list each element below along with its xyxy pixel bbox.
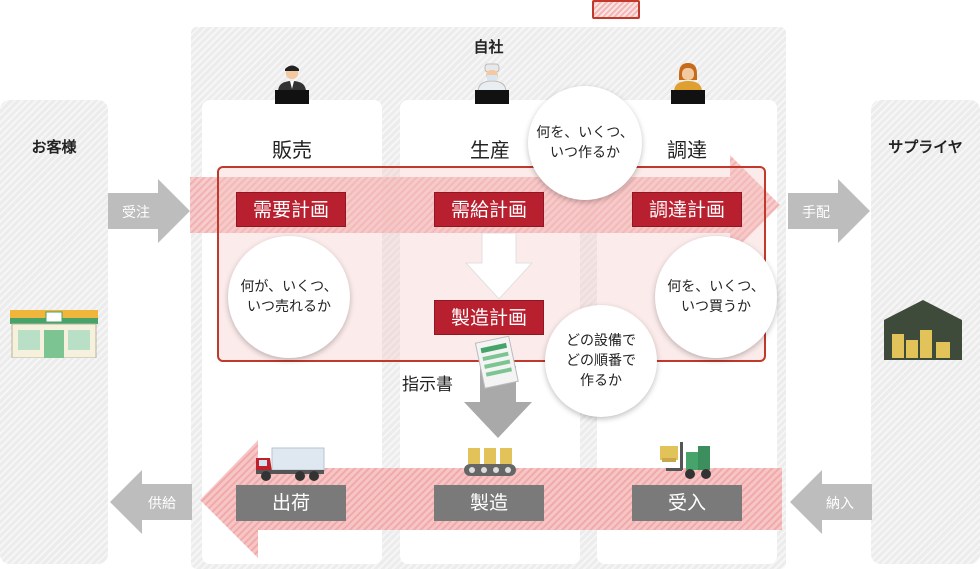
supply-demand-plan-box: 需給計画	[434, 192, 544, 227]
order-received-arrow	[108, 179, 190, 243]
delivery-in-label: 納入	[826, 496, 854, 512]
supplier-title: サプライヤ	[888, 138, 963, 156]
instruction-down-arrow	[464, 366, 532, 438]
forklift-icon	[660, 442, 711, 479]
delivery-in-arrow	[790, 470, 872, 534]
order-received-label: 受注	[122, 205, 150, 221]
dept-procurement-label: 調達	[667, 138, 707, 162]
customer-title: お客様	[31, 138, 77, 156]
arrange-label: 手配	[802, 205, 830, 221]
procurement-plan-box: 調達計画	[632, 192, 742, 227]
warehouse-icon	[884, 300, 962, 360]
manufacturing-plan-box: 製造計画	[434, 300, 544, 335]
store-icon	[10, 310, 98, 358]
receiving-box: 受入	[632, 485, 742, 521]
dept-production-label: 生産	[470, 138, 510, 162]
supply-bubble: 何を、いくつ、 いつ作るか	[528, 86, 642, 200]
arrange-arrow	[788, 179, 870, 243]
legend-swatch	[592, 0, 640, 19]
procurement-person-icon	[671, 63, 705, 104]
dept-sales-label: 販売	[272, 138, 312, 162]
manufacturing-box: 製造	[434, 485, 544, 521]
procurement-bubble: 何を、いくつ、 いつ買うか	[655, 236, 777, 358]
company-title: 自社	[473, 38, 504, 56]
sales-person-icon	[275, 65, 309, 104]
instruction-document-icon	[474, 335, 519, 389]
plan-down-arrow	[464, 233, 534, 300]
supply-out-label: 供給	[148, 496, 176, 512]
demand-plan-box: 需要計画	[236, 192, 346, 227]
supply-out-arrow	[110, 470, 192, 534]
demand-bubble: 何が、いくつ、 いつ売れるか	[228, 236, 350, 358]
manufacturing-bubble: どの設備で どの順番で 作るか	[545, 305, 657, 417]
production-person-icon	[475, 63, 509, 104]
conveyor-icon	[464, 448, 516, 476]
instruction-label: 指示書	[402, 375, 453, 395]
truck-icon	[256, 447, 325, 481]
shipping-box: 出荷	[236, 485, 346, 521]
